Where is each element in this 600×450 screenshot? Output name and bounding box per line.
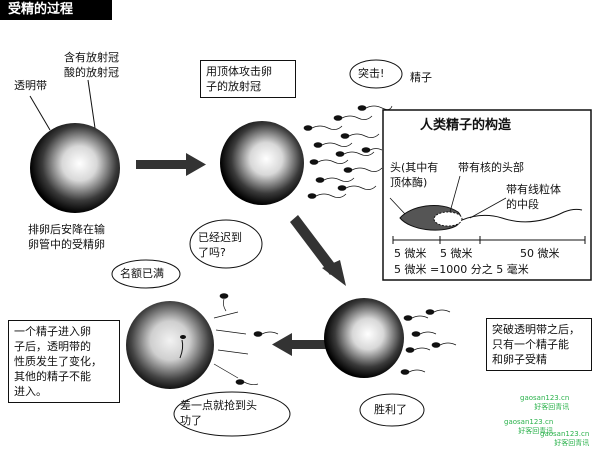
egg-stage-3 (324, 298, 404, 378)
watermark: gaosan123.cn 好客回青讯 (540, 430, 590, 447)
sperm-swarm-3 (213, 293, 279, 386)
almost-bubble-text: 差一点就抢到头 功了 (180, 399, 257, 427)
arrow-right-1 (136, 153, 206, 176)
midpiece-label: 带有线粒体 的中段 (506, 183, 561, 211)
egg-caption: 排卵后安降在输 卵管中的受精卵 (28, 223, 105, 251)
right-caption: 突破透明带之后， 只有一个精子能 和卵子受精 (486, 318, 592, 371)
attack-bubble-text: 突击! (358, 67, 385, 80)
egg-stage-2 (220, 121, 304, 205)
nucleus-label: 带有核的头部 (458, 161, 524, 174)
egg-stage-1 (29, 79, 120, 213)
acrosome-caption: 用顶体攻击卵 子的放射冠 (200, 60, 296, 98)
dimension-3: 50 微米 (520, 247, 560, 260)
full-bubble-text: 名额已满 (120, 267, 164, 280)
late-bubble-text: 已经迟到 了吗? (198, 231, 242, 259)
sperm-structure-panel (382, 109, 592, 281)
head-label: 头(其中有 顶体酶) (390, 161, 439, 189)
page-title: 受精的过程 (0, 0, 112, 20)
structure-title: 人类精子的构造 (420, 118, 512, 133)
sperm-swarm-2 (400, 309, 457, 375)
left-caption: 一个精子进入卵 子后，透明带的 性质发生了变化， 其他的精子不能 进入。 (8, 320, 120, 403)
dimension-1: 5 微米 (394, 247, 427, 260)
zona-label: 透明带 (14, 79, 47, 92)
watermark: gaosan123.cn 好客回青讯 (504, 418, 554, 435)
arrow-left (272, 333, 330, 356)
watermark: gaosan123.cn 好客回青讯 (520, 394, 570, 411)
speech-bubbles (111, 59, 425, 437)
scale-note: 5 微米 =1000 分之 5 毫米 (394, 263, 529, 276)
dimension-2: 5 微米 (440, 247, 473, 260)
sperm-swarm-1 (303, 105, 393, 199)
corona-label: 含有放射冠 酸的放射冠 (64, 51, 119, 79)
sperm-label: 精子 (410, 71, 432, 84)
victory-bubble-text: 胜利了 (374, 403, 407, 416)
egg-stage-4 (126, 301, 214, 389)
arrow-diagonal (290, 215, 346, 286)
